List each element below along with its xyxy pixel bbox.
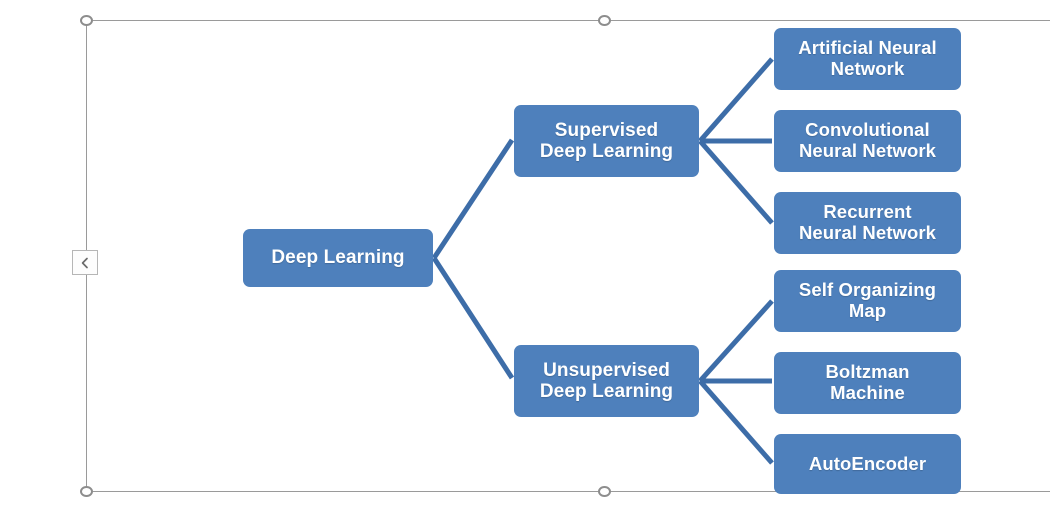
node-label: Recurrent Neural Network [798, 201, 937, 243]
chevron-left-icon [81, 257, 88, 268]
node-label-line1: Recurrent [823, 201, 912, 223]
selection-frame-bottom [86, 491, 1050, 492]
node-label: Unsupervised Deep Learning [540, 360, 673, 403]
node-unsupervised-deep-learning[interactable]: Unsupervised Deep Learning [514, 345, 699, 417]
text-pane-toggle-button[interactable] [72, 250, 98, 275]
connector-root-supervised [431, 138, 515, 260]
connector-sup-ann [698, 57, 774, 143]
node-label-line1: Supervised [554, 119, 659, 141]
node-label-line1: Unsupervised [543, 359, 670, 381]
selection-frame-top [86, 20, 1050, 21]
resize-handle-top-left[interactable] [80, 15, 93, 26]
connector-sup-rnn [698, 139, 774, 225]
node-label: Convolutional Neural Network [798, 119, 937, 161]
node-supervised-deep-learning[interactable]: Supervised Deep Learning [514, 105, 699, 177]
resize-handle-bottom-center[interactable] [598, 486, 611, 497]
connector-unsup-ae [698, 379, 774, 465]
node-label: Self Organizing Map [798, 279, 937, 321]
node-label: Deep Learning [271, 247, 405, 269]
resize-handle-bottom-left[interactable] [80, 486, 93, 497]
node-label-line2: Neural Network [798, 222, 937, 243]
node-autoencoder[interactable]: AutoEncoder [774, 434, 961, 494]
node-self-organizing-map[interactable]: Self Organizing Map [774, 270, 961, 332]
node-label: Artificial Neural Network [798, 37, 937, 79]
node-label-line2: Neural Network [798, 140, 937, 161]
node-label: Boltzman Machine [825, 361, 910, 403]
connector-root-unsupervised [431, 256, 515, 380]
resize-handle-top-center[interactable] [598, 15, 611, 26]
node-recurrent-neural-network[interactable]: Recurrent Neural Network [774, 192, 961, 254]
node-label-line1: Artificial Neural [798, 37, 937, 59]
node-convolutional-neural-network[interactable]: Convolutional Neural Network [774, 110, 961, 172]
node-label-line2: Deep Learning [539, 141, 674, 162]
node-label: Supervised Deep Learning [540, 120, 673, 163]
node-label-line1: Boltzman [825, 361, 910, 383]
node-label: AutoEncoder [808, 452, 927, 474]
node-artificial-neural-network[interactable]: Artificial Neural Network [774, 28, 961, 90]
node-label-line2: Map [848, 300, 887, 321]
node-label-line2: Deep Learning [539, 381, 674, 402]
node-label-line1: Convolutional [805, 119, 930, 141]
node-label-line2: Machine [830, 382, 905, 403]
node-label-line1: Self Organizing [798, 279, 937, 301]
node-boltzman-machine[interactable]: Boltzman Machine [774, 352, 961, 414]
node-deep-learning[interactable]: Deep Learning [243, 229, 433, 287]
node-label-line2: Network [830, 58, 905, 79]
connector-unsup-som [698, 299, 774, 383]
